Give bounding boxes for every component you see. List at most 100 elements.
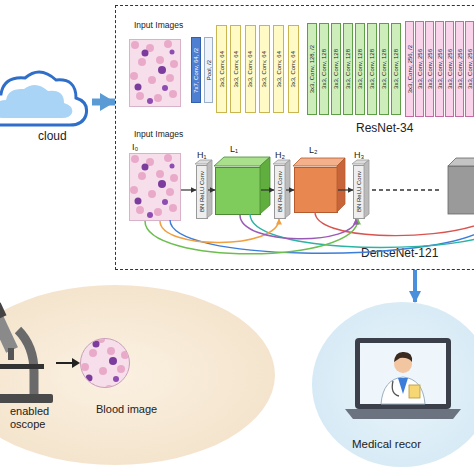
transition-slab: H₃BN ReLU Conv bbox=[353, 165, 365, 219]
layer-label: 3x3, Conv, 128 bbox=[333, 49, 339, 89]
upload-arrow bbox=[92, 99, 115, 106]
feature-symbol: H₁ bbox=[197, 150, 207, 160]
device-label: enabled oscope bbox=[10, 405, 62, 430]
layer-label: 3x3, Conv, 64 bbox=[276, 51, 282, 88]
layer-label: 3x3, Conv, 256, /2 bbox=[407, 45, 413, 93]
laptop-base bbox=[345, 409, 461, 419]
input-image: Input ImagesI₀ bbox=[129, 153, 181, 221]
layer-bar: 3x3, Conv, 256 bbox=[455, 21, 464, 117]
layer-bar: 3x3, Conv, 64 bbox=[259, 25, 270, 113]
layer-label: 3x3, Conv, 128, /2 bbox=[309, 45, 315, 93]
input-image bbox=[130, 154, 178, 218]
gray-cube-top bbox=[448, 158, 474, 166]
record-label: Medical recor bbox=[352, 438, 421, 451]
layer-label: 3x3, Conv, 128 bbox=[381, 49, 387, 89]
layer-label: 3x3, Conv, 256 bbox=[417, 49, 423, 89]
dense-connection bbox=[250, 214, 474, 247]
layer-label: 3x3, Conv, 256 bbox=[427, 49, 433, 89]
layer-label: 3x3, Conv, 64 bbox=[261, 51, 267, 88]
block-symbol: L₁ bbox=[230, 144, 238, 154]
input-image bbox=[130, 40, 178, 104]
layer-bar: 3x3, Conv, 128 bbox=[355, 23, 365, 115]
layer-label: 3x3, Conv, 64 bbox=[290, 51, 296, 88]
layer-bar: 3x3, Conv, 128 bbox=[379, 23, 389, 115]
layer-label: 3x3, Conv, 128 bbox=[393, 49, 399, 89]
process-arrow bbox=[56, 362, 72, 364]
cloud-node: cloud bbox=[0, 70, 92, 152]
conv-stage: 3x3, Conv, 256, /23x3, Conv, 2563x3, Con… bbox=[405, 21, 474, 117]
layer-label: 3x3, Conv, 128 bbox=[369, 49, 375, 89]
acquisition-ellipse: enabled oscope Blood image bbox=[0, 285, 275, 465]
layer-label: BN ReLU Conv bbox=[356, 171, 362, 212]
layer-bar: 3x3, Conv, 64 bbox=[273, 25, 284, 113]
layer-bar: 3x3, Conv, 64 bbox=[216, 25, 227, 113]
layer-label: 3x3, Conv, 128 bbox=[345, 49, 351, 89]
layer-label: 3x3, Conv, 64 bbox=[219, 51, 225, 88]
gray-cube bbox=[448, 166, 474, 214]
model-name: ResNet-34 bbox=[356, 122, 413, 136]
cube-side bbox=[337, 158, 345, 212]
cloud-shape bbox=[0, 72, 87, 125]
input-image: Input Images bbox=[129, 39, 181, 107]
layer-label: BN ReLU Conv bbox=[199, 171, 205, 212]
doctor-shirt bbox=[398, 378, 408, 394]
layer-label: BN ReLU Conv bbox=[277, 171, 283, 212]
laptop-screen bbox=[360, 343, 446, 404]
dense-connection bbox=[170, 220, 474, 253]
microscope-base bbox=[0, 394, 53, 403]
layer-bar: 3x3, Conv, 256 bbox=[465, 21, 474, 117]
slab-top bbox=[195, 160, 212, 164]
layer-label: 3x3, Conv, 128 bbox=[321, 49, 327, 89]
slab-side bbox=[364, 160, 369, 218]
flow-arrow bbox=[261, 189, 274, 190]
cloud-label: cloud bbox=[38, 130, 67, 144]
slab-side bbox=[207, 160, 212, 218]
arrow-head bbox=[72, 358, 80, 368]
cube-top bbox=[214, 157, 270, 166]
layer-bar: 3x3, Conv, 128, /2 bbox=[307, 23, 317, 115]
cloud-inner bbox=[0, 85, 72, 118]
output-arrow bbox=[413, 270, 417, 302]
feature-symbol: H₃ bbox=[354, 150, 364, 160]
layer-label: 7x7, Conv, 64, /2 bbox=[193, 48, 199, 93]
model-name: DenseNet-121 bbox=[361, 247, 438, 261]
slab-side bbox=[285, 160, 290, 218]
image-label: Blood image bbox=[96, 403, 157, 416]
microscope-objective bbox=[8, 348, 14, 360]
dense-connection bbox=[160, 219, 279, 243]
dense-connection bbox=[240, 215, 356, 239]
layer-bar: 3x3, Conv, 128 bbox=[331, 23, 341, 115]
doctor-coat bbox=[381, 377, 425, 404]
layer-bar: 3x3, Conv, 128 bbox=[343, 23, 353, 115]
slab-top bbox=[352, 160, 369, 164]
feature-symbol: I₀ bbox=[132, 142, 138, 152]
record-circle: Medical recor bbox=[312, 302, 474, 467]
transition-slab: H₂BN ReLU Conv bbox=[274, 165, 286, 219]
layer-label: 3x3, Conv, 256 bbox=[467, 49, 473, 89]
layer-bar: 3x3, Conv, 128 bbox=[391, 23, 401, 115]
flow-arrow bbox=[338, 189, 353, 190]
input-label: Input Images bbox=[134, 21, 183, 31]
input-label: Input Images bbox=[134, 130, 183, 140]
blood-image bbox=[81, 331, 129, 395]
flow-arrow bbox=[208, 189, 215, 190]
microscope-eyepiece bbox=[0, 303, 6, 320]
cube-side bbox=[260, 157, 270, 214]
flow-arrow bbox=[181, 189, 196, 190]
conv-stage: 3x3, Conv, 64 3x3, Conv, 64 3x3, Conv, 64 3… bbox=[216, 25, 302, 113]
dense-block: L₂ bbox=[294, 167, 338, 213]
layer-bar: 3x3, Conv, 256, /2 bbox=[405, 21, 414, 117]
feature-symbol: H₂ bbox=[275, 150, 285, 160]
microscope-stage bbox=[0, 364, 44, 369]
layer-bar: 3x3, Conv, 64 bbox=[288, 25, 299, 113]
layer-label: 3x3, Conv, 128 bbox=[357, 49, 363, 89]
microscope-tube bbox=[0, 315, 18, 353]
pool-layer: Pool, /2 bbox=[204, 37, 213, 103]
cube-top bbox=[293, 158, 345, 166]
blood-image-circle: Blood image bbox=[80, 338, 130, 388]
dense-block: L₁ bbox=[215, 167, 261, 215]
slab-top bbox=[273, 160, 290, 164]
stethoscope bbox=[392, 381, 399, 396]
